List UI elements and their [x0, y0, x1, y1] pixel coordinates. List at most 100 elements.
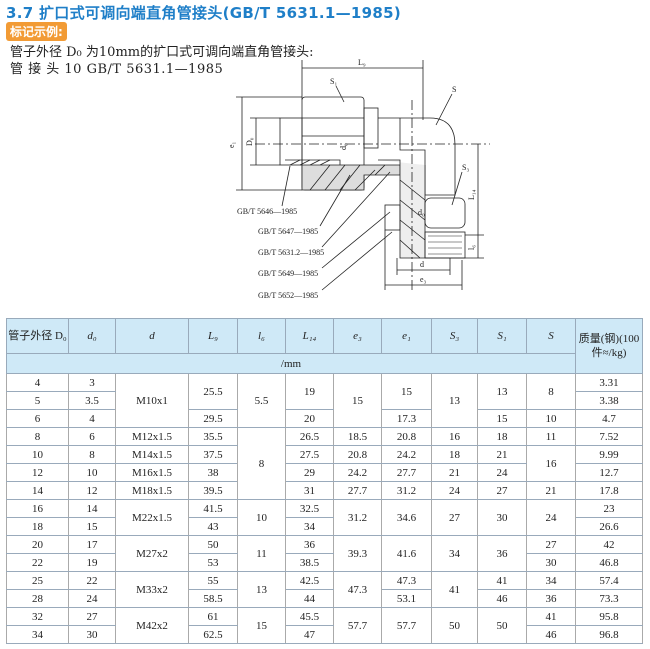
- table-cell: 13: [237, 571, 286, 608]
- table-cell: 96.8: [575, 625, 643, 644]
- label-l6: l₆: [467, 245, 476, 250]
- table-cell: 41.6: [381, 535, 432, 572]
- column-header: l₆: [237, 318, 286, 354]
- table-cell: 29: [285, 463, 334, 482]
- table-cell: 21: [431, 463, 478, 482]
- table-cell: 9.99: [575, 445, 643, 464]
- table-cell: 23: [575, 499, 643, 518]
- table-cell: 24: [431, 481, 478, 500]
- table-cell: 41: [431, 571, 478, 608]
- table-cell: 22: [6, 553, 69, 572]
- section-title: 3.7 扩口式可调向端直角管接头(GB/T 5631.1—1985): [6, 4, 402, 22]
- column-header: d₀: [68, 318, 116, 354]
- table-cell: 27.7: [381, 463, 432, 482]
- table-cell: 45.5: [285, 607, 334, 626]
- table-cell: 3.31: [575, 373, 643, 392]
- standard-label: GB/T 5646—1985: [237, 207, 297, 216]
- table-cell: 24: [68, 589, 116, 608]
- marking-example-badge: 标记示例:: [6, 22, 67, 41]
- table-cell: 27: [477, 481, 527, 500]
- table-cell: 27: [431, 499, 478, 536]
- table-cell: 5: [6, 391, 69, 410]
- table-cell: 5.5: [237, 373, 286, 428]
- table-cell: 44: [285, 589, 334, 608]
- table-cell: 37.5: [188, 445, 238, 464]
- table-cell: 8: [68, 445, 116, 464]
- column-header: L₁₄: [285, 318, 334, 354]
- table-cell: 35.5: [188, 427, 238, 446]
- example-description: 管子外径 D₀ 为10mm的扩口式可调向端直角管接头:: [10, 45, 314, 60]
- table-cell: 34: [526, 571, 576, 590]
- table-cell: 12: [6, 463, 69, 482]
- table-cell: 53: [188, 553, 238, 572]
- table-cell: 18.5: [333, 427, 382, 446]
- table-cell: 16: [431, 427, 478, 446]
- table-cell: 42.5: [285, 571, 334, 590]
- table-cell: 24.2: [333, 463, 382, 482]
- table-cell: 57.4: [575, 571, 643, 590]
- column-header: e₁: [381, 318, 432, 354]
- table-cell: 36: [477, 535, 527, 572]
- table-cell: 8: [6, 427, 69, 446]
- table-cell: 31.2: [381, 481, 432, 500]
- table-cell: 8: [237, 427, 286, 500]
- table-cell: 39.5: [188, 481, 238, 500]
- table-cell: 42: [575, 535, 643, 554]
- table-cell: 15: [237, 607, 286, 644]
- table-cell: 29.5: [188, 409, 238, 428]
- table-cell: 18: [6, 517, 69, 536]
- table-cell: 32.5: [285, 499, 334, 518]
- table-cell: 20.8: [333, 445, 382, 464]
- table-cell: 4.7: [575, 409, 643, 428]
- table-cell: 38.5: [285, 553, 334, 572]
- table-cell: 17.8: [575, 481, 643, 500]
- table-cell: 39.3: [333, 535, 382, 572]
- label-e1: e₁: [227, 141, 236, 148]
- table-cell: 57.7: [381, 607, 432, 644]
- column-header: L₉: [188, 318, 238, 354]
- table-cell: 4: [6, 373, 69, 392]
- table-cell: 18: [477, 427, 527, 446]
- table-cell: 11: [526, 427, 576, 446]
- table-cell: 13: [477, 373, 527, 410]
- table-cell: 24: [477, 463, 527, 482]
- table-cell: 43: [188, 517, 238, 536]
- table-cell: 21: [477, 445, 527, 464]
- table-cell: 30: [68, 625, 116, 644]
- label-S1: S₁: [330, 77, 337, 86]
- column-header: 管子外径 D₀: [6, 318, 69, 354]
- label-S3: S₃: [462, 163, 469, 172]
- label-d: d: [420, 260, 424, 269]
- table-cell: 12: [68, 481, 116, 500]
- table-cell: 15: [381, 373, 432, 410]
- table-cell: 6: [68, 427, 116, 446]
- table-cell: 3.5: [68, 391, 116, 410]
- table-cell: 15: [333, 373, 382, 428]
- table-cell: 14: [6, 481, 69, 500]
- table-cell: 62.5: [188, 625, 238, 644]
- table-cell: 20: [285, 409, 334, 428]
- table-cell: 27.5: [285, 445, 334, 464]
- table-cell: M14x1.5: [115, 445, 189, 464]
- table-cell: 38: [188, 463, 238, 482]
- label-e3: e₃: [420, 275, 427, 284]
- table-cell: 15: [68, 517, 116, 536]
- table-cell: 8: [526, 373, 576, 410]
- table-cell: 7.52: [575, 427, 643, 446]
- table-cell: 11: [237, 535, 286, 572]
- table-cell: 21: [526, 481, 576, 500]
- label-d0-top: d₀: [339, 143, 348, 150]
- table-cell: 13: [431, 373, 478, 428]
- table-cell: 41.5: [188, 499, 238, 518]
- table-cell: M12x1.5: [115, 427, 189, 446]
